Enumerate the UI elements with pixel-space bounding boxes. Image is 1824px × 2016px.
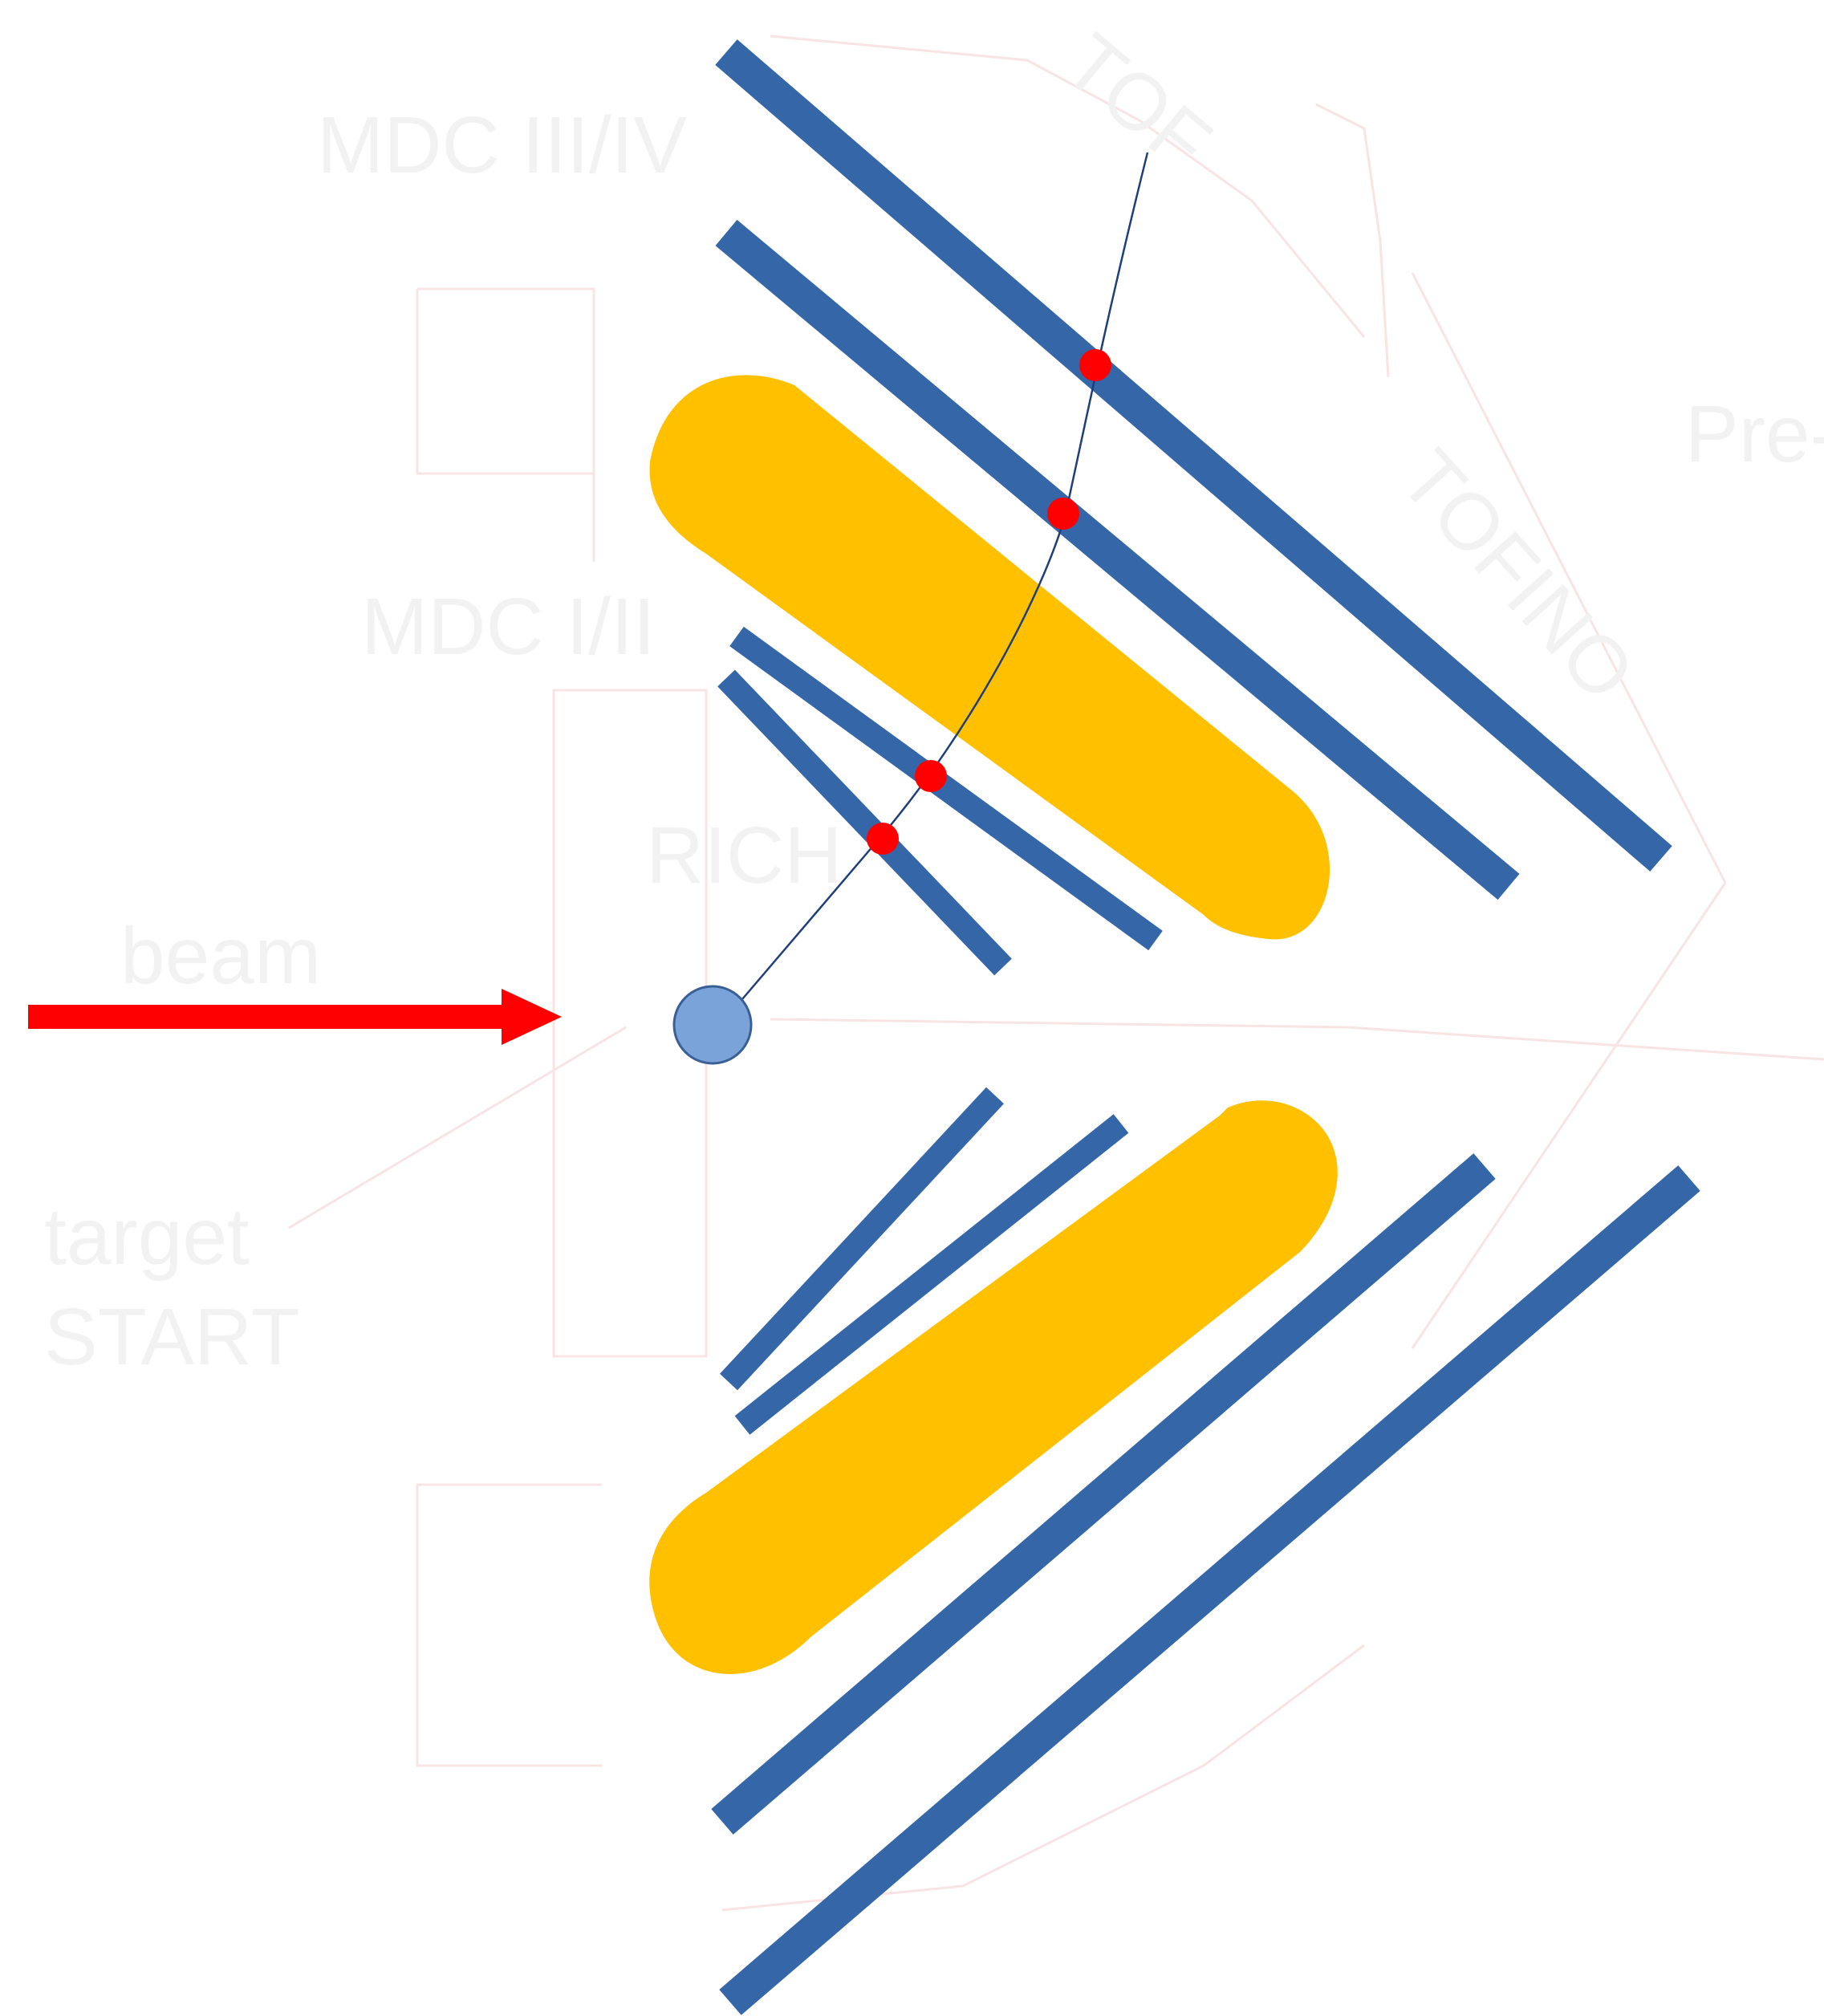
- label-pre-shower: Pre-: [1685, 389, 1824, 479]
- detector-planes: [711, 39, 1700, 2015]
- hit-point: [867, 823, 899, 855]
- lower-plane-tof: [719, 1165, 1700, 2015]
- hit-point: [915, 760, 947, 792]
- upper-plane-inner-mdc-1: [717, 669, 1012, 976]
- hit-points: [867, 349, 1111, 855]
- lower-plane-inner-mdc-1: [720, 1087, 1004, 1391]
- target-icon: [672, 985, 753, 1065]
- label-rich: RICH: [646, 811, 842, 900]
- label-beam: beam: [120, 911, 321, 1001]
- hit-point: [1047, 498, 1079, 530]
- label-mdc-outer: MDC III/IV: [317, 100, 687, 190]
- label-tof: TOF: [1048, 17, 1228, 188]
- hit-point: [1079, 349, 1111, 381]
- beam-arrow-icon: [28, 989, 562, 1045]
- background-outline: [288, 35, 1824, 1912]
- lower-plane-inner-mdc-2: [734, 1114, 1129, 1435]
- lower-magnet-coil: [649, 1100, 1338, 1674]
- magnet-coils: [649, 375, 1338, 1674]
- label-start: START: [44, 1292, 300, 1382]
- upper-plane-tof: [715, 39, 1672, 872]
- upper-plane-inner-mdc-2: [729, 626, 1163, 951]
- upper-magnet-coil: [649, 375, 1330, 940]
- label-target: target: [44, 1192, 250, 1282]
- label-mdc-inner: MDC I/II: [361, 582, 656, 672]
- upper-plane-outer-mdc: [715, 219, 1520, 900]
- lower-plane-outer-mdc: [711, 1153, 1496, 1835]
